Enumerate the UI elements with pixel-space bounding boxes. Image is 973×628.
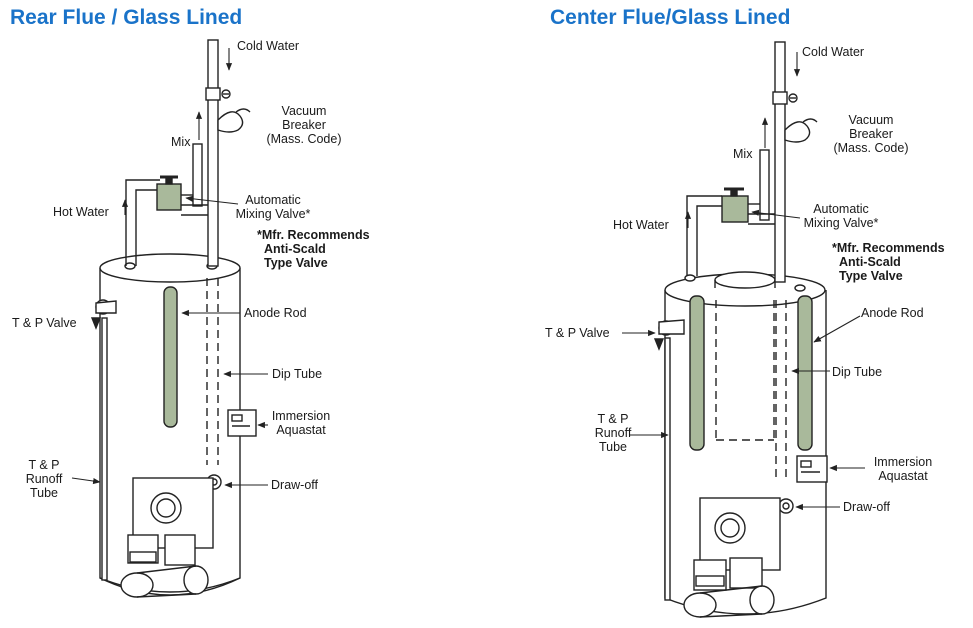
left-tp-valve — [90, 299, 117, 330]
left-hot-water-label: Hot Water — [53, 205, 109, 219]
right-mix-label: Mix — [733, 147, 753, 161]
right-hot-water-label: Hot Water — [613, 218, 669, 232]
left-aquastat — [227, 409, 257, 437]
left-vacuum-breaker — [205, 87, 251, 133]
left-mix-label: Mix — [171, 135, 191, 149]
right-aquastat — [796, 455, 828, 483]
right-dip-tube-label: Dip Tube — [832, 365, 883, 379]
right-cold-pipe — [774, 41, 786, 283]
left-dip-tube-label: Dip Tube — [272, 367, 323, 381]
right-draw-off-label: Draw-off — [843, 500, 891, 514]
left-draw-off-label: Draw-off — [271, 478, 319, 492]
right-mix-pipe — [759, 149, 770, 221]
right-arrows — [622, 52, 865, 511]
left-mfr-note: *Mfr. Recommends Anti-Scald Type Valve — [257, 228, 370, 270]
right-burner — [683, 497, 781, 618]
left-mix-pipe — [192, 143, 203, 207]
left-heater — [90, 39, 257, 598]
right-center-flue — [714, 271, 776, 289]
right-runoff-label: T & P Runoff Tube — [594, 412, 632, 454]
right-aquastat-label: Immersion Aquastat — [873, 455, 933, 483]
left-anode-rod — [163, 286, 178, 428]
left-runoff-label: T & P Runoff Tube — [25, 458, 63, 500]
left-burner — [120, 477, 214, 598]
left-tank-top — [99, 253, 241, 283]
left-title: Rear Flue / Glass Lined — [10, 6, 243, 29]
right-cold-water-label: Cold Water — [802, 45, 865, 59]
left-runoff-tube — [101, 317, 108, 581]
right-anode-rod-left — [689, 295, 705, 451]
left-cold-water-label: Cold Water — [237, 39, 300, 53]
right-tp-valve-label: T & P Valve — [545, 326, 610, 340]
left-anode-rod-label: Anode Rod — [244, 306, 307, 320]
right-mixing-valve-label: Automatic Mixing Valve* — [803, 202, 879, 230]
left-mixing-valve — [156, 183, 182, 211]
left-aquastat-label: Immersion Aquastat — [271, 409, 331, 437]
right-mixing-valve — [721, 195, 749, 223]
right-runoff-tube — [664, 337, 671, 601]
left-arrows — [71, 48, 268, 489]
left-mixing-valve-label: Automatic Mixing Valve* — [235, 193, 311, 221]
right-vacuum-breaker — [772, 91, 818, 143]
left-vacuum-breaker-label: Vacuum Breaker (Mass. Code) — [266, 104, 342, 146]
right-anode-rod-label: Anode Rod — [861, 306, 924, 320]
right-vacuum-breaker-label: Vacuum Breaker (Mass. Code) — [833, 113, 909, 155]
left-cold-pipe — [207, 39, 219, 267]
right-tp-valve — [653, 319, 685, 351]
right-mfr-note: *Mfr. Recommends Anti-Scald Type Valve — [832, 241, 945, 283]
left-tp-valve-label: T & P Valve — [12, 316, 77, 330]
right-title: Center Flue/Glass Lined — [550, 6, 791, 29]
right-heater — [653, 41, 828, 618]
right-anode-rod-right — [797, 295, 813, 451]
